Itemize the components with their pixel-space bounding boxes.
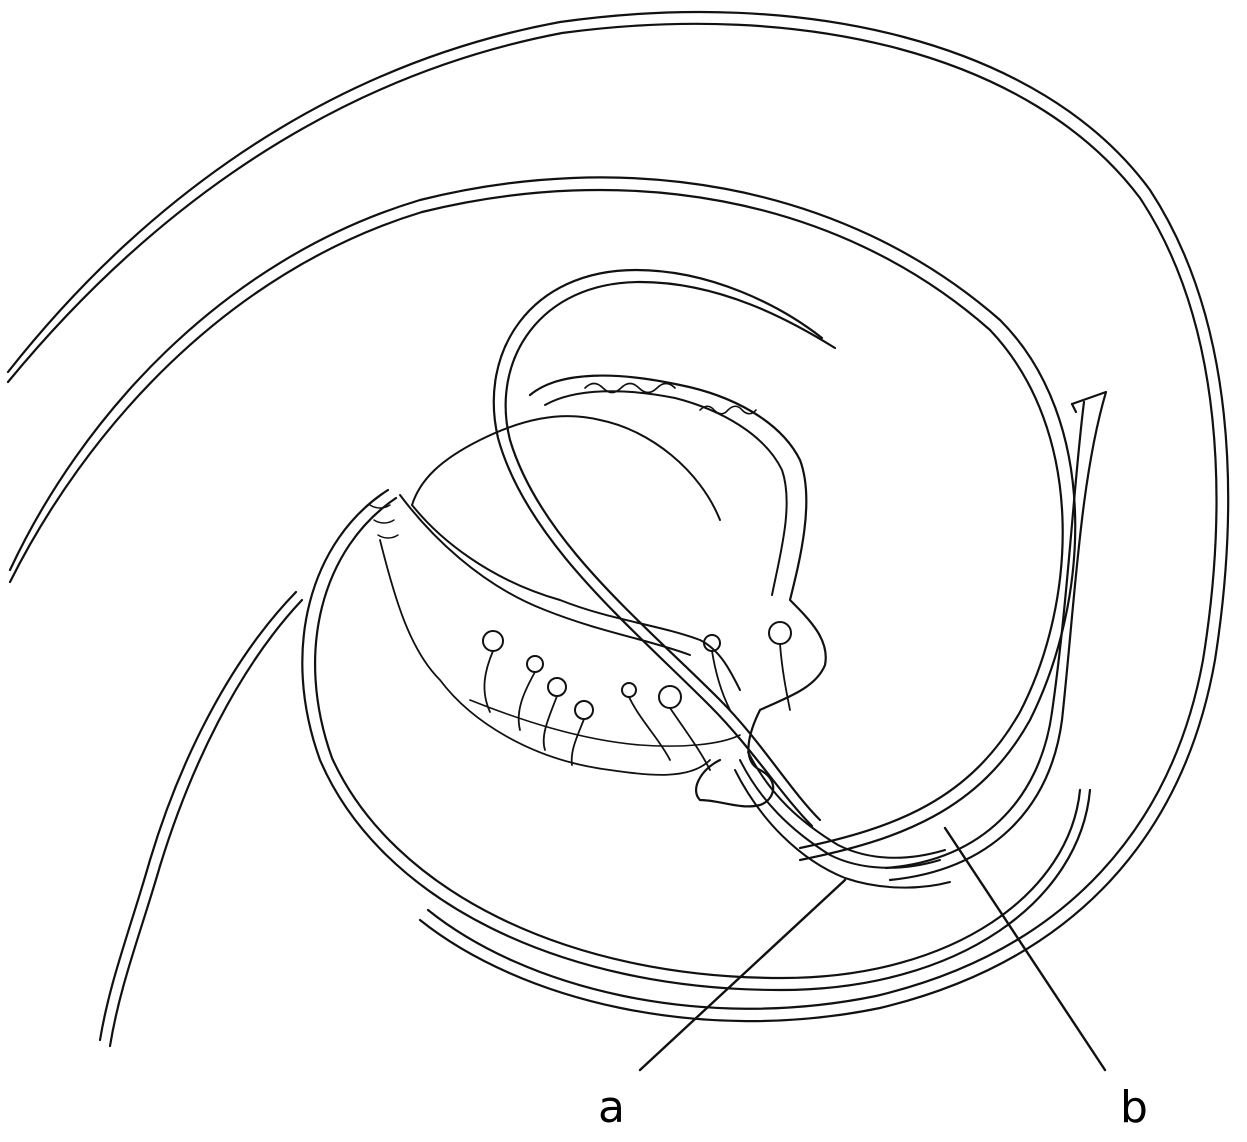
lower-left-band [100, 592, 302, 1046]
inner-spiral-band [10, 177, 1075, 860]
leader-line-a [640, 880, 845, 1070]
upper-tendril [494, 270, 835, 826]
label-a: a [598, 1086, 625, 1130]
outer-spiral-band [8, 12, 1228, 1021]
label-b: b [1120, 1086, 1148, 1130]
central-loop [302, 490, 1090, 990]
right-narrow-tube [886, 392, 1106, 880]
